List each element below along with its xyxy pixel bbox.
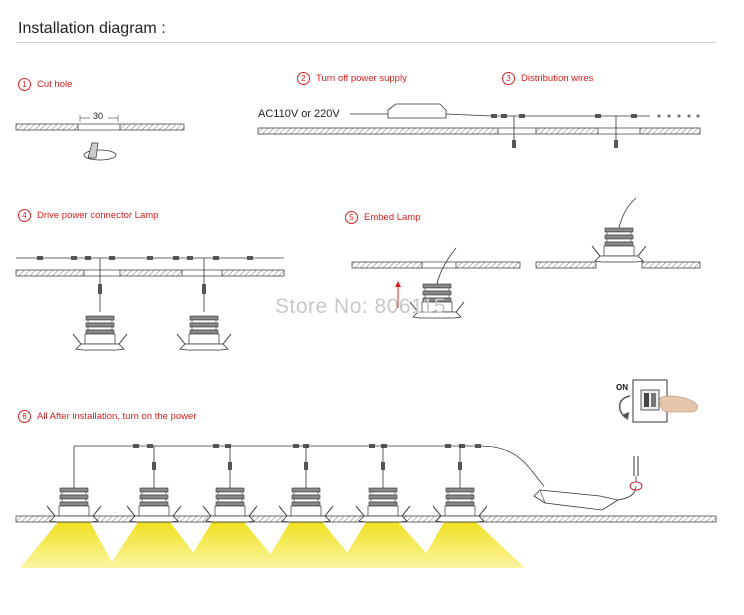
hole-saw-icon (83, 142, 117, 161)
step-number: 5 (345, 211, 358, 224)
final-wiring (73, 444, 545, 488)
step-label: Cut hole (37, 79, 73, 90)
step-distribution-wires: 3 Distribution wires (502, 72, 593, 85)
step-number: 4 (18, 209, 31, 222)
step-number: 2 (297, 72, 310, 85)
step-label: Embed Lamp (364, 212, 421, 223)
store-watermark: Store No: 806115 (275, 295, 447, 318)
switch-on-label: ON (616, 383, 628, 392)
step-cut-hole: 1 Cut hole (18, 78, 72, 91)
step-number: 3 (502, 72, 515, 85)
diagram-title: Installation diagram : (18, 20, 166, 37)
ceiling-panel-wiring (257, 127, 701, 135)
led-driver-box (533, 456, 643, 511)
step-embed-lamp: 5 Embed Lamp (345, 211, 421, 224)
hole-dimension: 30 (93, 111, 104, 121)
step-number: 6 (18, 410, 31, 423)
ceiling-panel-connector (15, 256, 285, 351)
ceiling-panel-cut (15, 115, 185, 131)
step-label: Drive power connector Lamp (37, 210, 159, 221)
voltage-label: AC110V or 220V (258, 108, 340, 120)
step-number: 1 (18, 78, 31, 91)
step-turn-off-power: 2 Turn off power supply (297, 72, 407, 85)
power-supply-driver (350, 103, 493, 119)
step-label: All After installation, turn on the powe… (37, 411, 197, 422)
step-drive-power-connector: 4 Drive power connector Lamp (18, 209, 158, 222)
distribution-wires (491, 114, 700, 148)
step-turn-on-power: 6 All After installation, turn on the po… (18, 410, 196, 423)
ceiling-panel-embed (351, 247, 521, 319)
step-label: Distribution wires (521, 73, 594, 84)
light-beams (20, 522, 525, 568)
title-underline (16, 42, 716, 43)
embedded-lamp-result (535, 197, 701, 269)
hand-icon (659, 395, 698, 413)
step-label: Turn off power supply (316, 73, 407, 84)
